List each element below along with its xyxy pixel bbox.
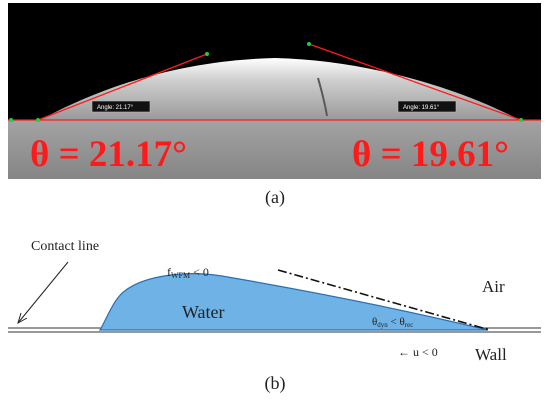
marker-tangent-left: [205, 52, 209, 56]
wall-label: Wall: [475, 345, 507, 364]
marker-contact-right: [519, 118, 523, 122]
left-angle-box: [91, 100, 151, 113]
panel-a-caption: (a): [265, 187, 285, 208]
contact-line-arrowhead: [17, 312, 28, 325]
velocity-label: ← u < 0: [398, 345, 438, 359]
right-contact-angle-value: θ = 19.61°: [352, 134, 509, 175]
wall-force-label: fWFM < 0: [167, 265, 209, 280]
left-tangent-line: [37, 53, 208, 121]
contact-line-arrow: [17, 261, 69, 324]
dynamic-angle-label: θdyn < θrec: [372, 316, 413, 329]
left-contact-angle-value: θ = 21.17°: [30, 134, 187, 175]
contact-line-label: Contact line: [31, 239, 99, 254]
droplet-crease: [317, 77, 328, 117]
air-label: Air: [482, 277, 505, 296]
marker-contact-left: [36, 118, 40, 122]
panel-b-schematic: Contact line fWFM < 0 Water Air θdyn < θ…: [8, 239, 541, 364]
substrate-surface: [8, 120, 541, 179]
panel-a-photo: Angle: 21.17° Angle: 19.61° θ = 21.17° θ…: [8, 3, 541, 179]
right-tangent-line: [308, 43, 522, 121]
left-angle-box-label: Angle: 21.17°: [97, 105, 134, 111]
dynamic-tangent-line: [277, 269, 491, 331]
water-droplet: [98, 273, 489, 331]
right-angle-box: [397, 100, 457, 113]
marker-baseline-left: [9, 118, 13, 122]
right-angle-box-label: Angle: 19.61°: [403, 105, 440, 111]
marker-tangent-right: [307, 42, 311, 46]
water-label: Water: [182, 302, 225, 322]
panel-b-caption: (b): [265, 373, 286, 394]
